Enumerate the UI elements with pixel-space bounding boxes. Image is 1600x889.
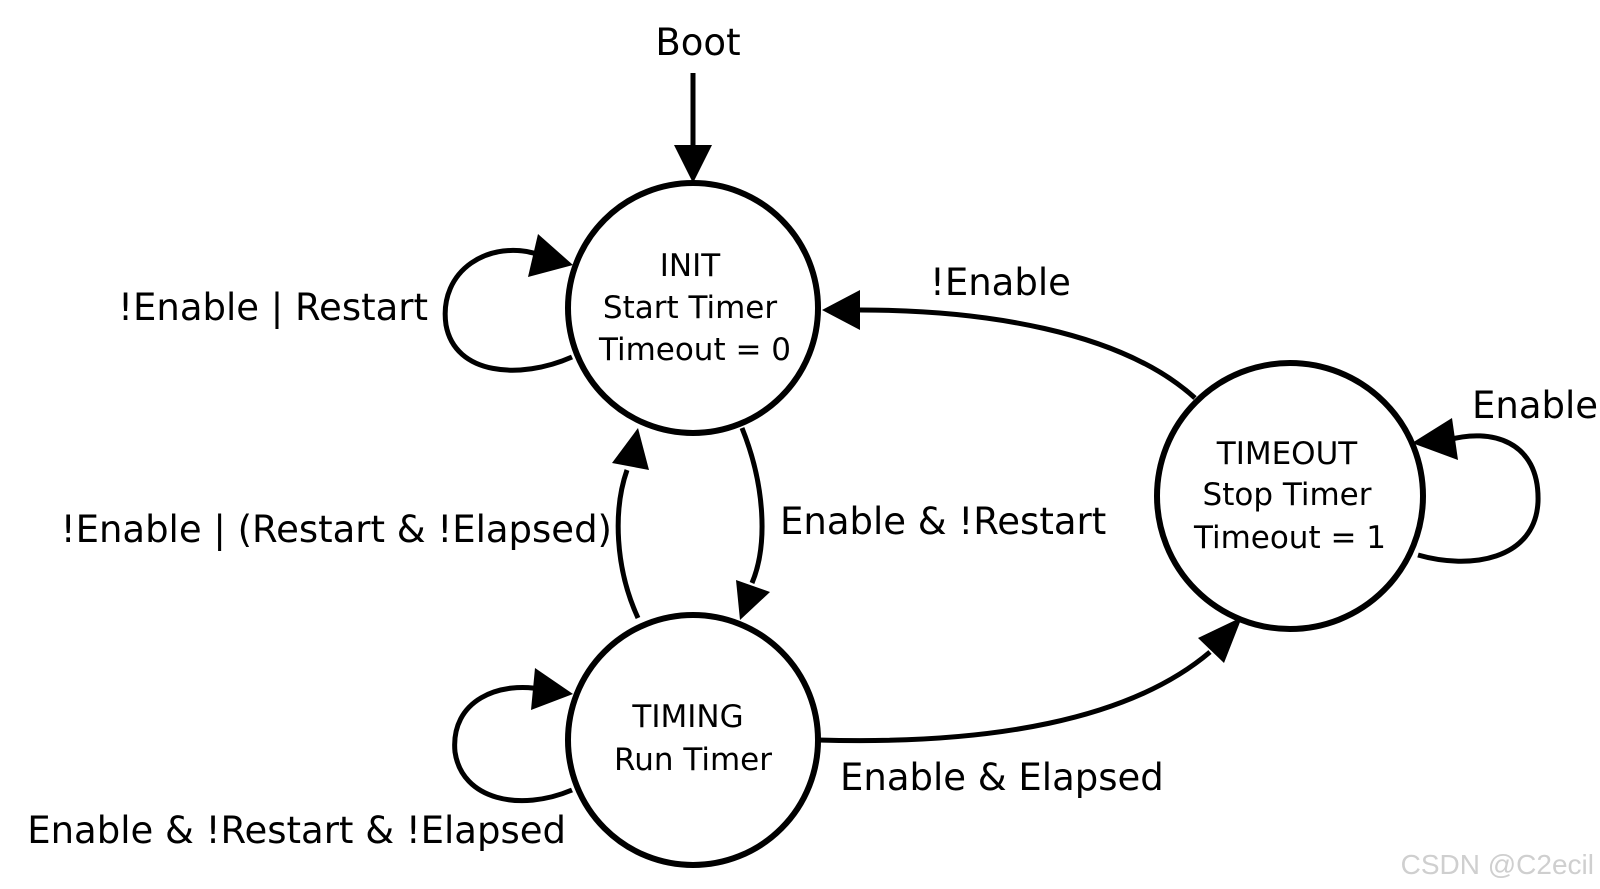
timing-to-timeout-label: Enable & Elapsed — [840, 756, 1164, 799]
state-timeout-action: Stop Timer — [1203, 477, 1372, 513]
state-init-action: Start Timer — [603, 290, 777, 326]
init-to-timing-label: Enable & !Restart — [780, 500, 1106, 543]
timing-self-loop — [452, 668, 573, 804]
entry-arrow — [674, 73, 712, 183]
timeout-to-init-edge — [822, 290, 1197, 400]
timing-to-init-label: !Enable | (Restart & !Elapsed) — [61, 508, 612, 551]
entry-label: Boot — [655, 21, 740, 64]
timing-to-timeout-edge — [817, 617, 1242, 744]
timeout-to-init-label: !Enable — [930, 261, 1071, 304]
timing-self-loop-label: Enable & !Restart & !Elapsed — [27, 809, 566, 852]
state-timeout-output: Timeout = 1 — [1193, 520, 1386, 556]
state-timeout-name: TIMEOUT — [1216, 436, 1359, 472]
timing-to-init-edge — [612, 428, 649, 620]
state-timeout: TIMEOUT Stop Timer Timeout = 1 — [1154, 360, 1426, 632]
state-init-name: INIT — [660, 248, 721, 284]
state-init: INIT Start Timer Timeout = 0 — [565, 180, 821, 436]
state-init-output: Timeout = 0 — [598, 332, 791, 368]
timeout-self-loop — [1412, 418, 1541, 564]
timeout-self-loop-label: Enable — [1472, 384, 1598, 427]
watermark-text: CSDN @C2ecil — [1401, 849, 1594, 880]
init-self-loop-label: !Enable | Restart — [118, 286, 428, 329]
init-self-loop — [442, 234, 574, 373]
init-to-timing-edge — [736, 427, 770, 620]
state-timing-name: TIMING — [631, 699, 743, 735]
state-timing-action: Run Timer — [614, 742, 772, 778]
state-timing: TIMING Run Timer — [565, 612, 821, 868]
